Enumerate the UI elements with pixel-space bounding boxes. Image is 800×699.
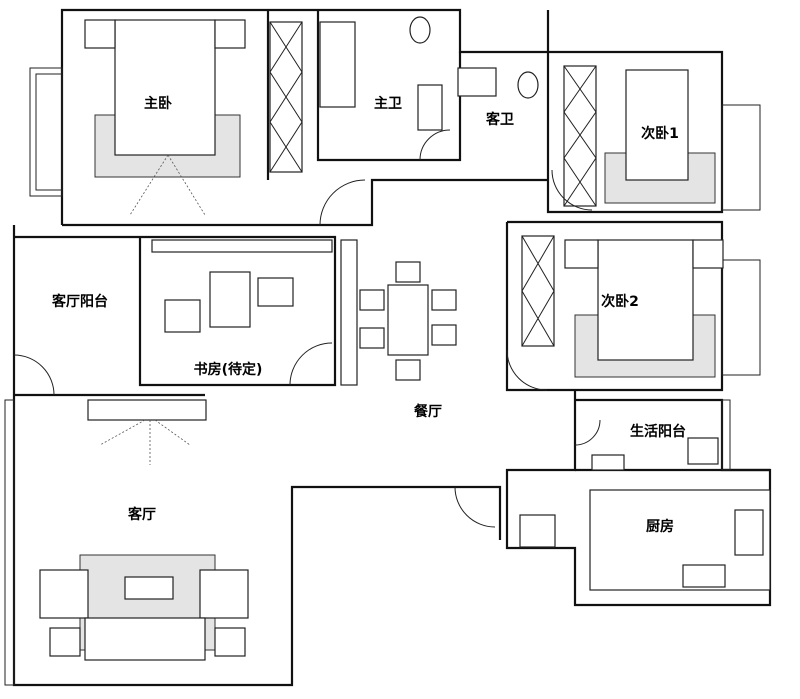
study-furniture (87, 154, 333, 465)
label-master-bedroom: 主卧 (144, 95, 172, 112)
beds (84, 19, 724, 378)
label-study: 书房(待定) (194, 361, 263, 378)
kitchen-fixtures (519, 437, 771, 591)
label-living-room: 客厅 (127, 506, 156, 523)
room-labels: 主卧 主卫 客卫 次卧1 次卧2 客厅阳台 书房(待定) 餐厅 生活阳台 客厅 … (51, 95, 686, 535)
bath-fixtures (319, 16, 539, 131)
doors (13, 129, 601, 528)
label-dining: 餐厅 (413, 403, 442, 420)
windows (4, 67, 761, 686)
label-kitchen: 厨房 (646, 518, 674, 535)
label-master-bath: 主卫 (374, 95, 402, 112)
label-utility-balcony: 生活阳台 (630, 423, 686, 440)
label-living-balcony: 客厅阳台 (51, 293, 108, 310)
label-bedroom-1: 次卧1 (641, 125, 679, 142)
wardrobes (269, 21, 597, 386)
sofa-set (39, 554, 249, 661)
dining-table (359, 261, 457, 381)
label-guest-bath: 客卫 (485, 111, 514, 128)
label-bedroom-2: 次卧2 (601, 293, 639, 310)
